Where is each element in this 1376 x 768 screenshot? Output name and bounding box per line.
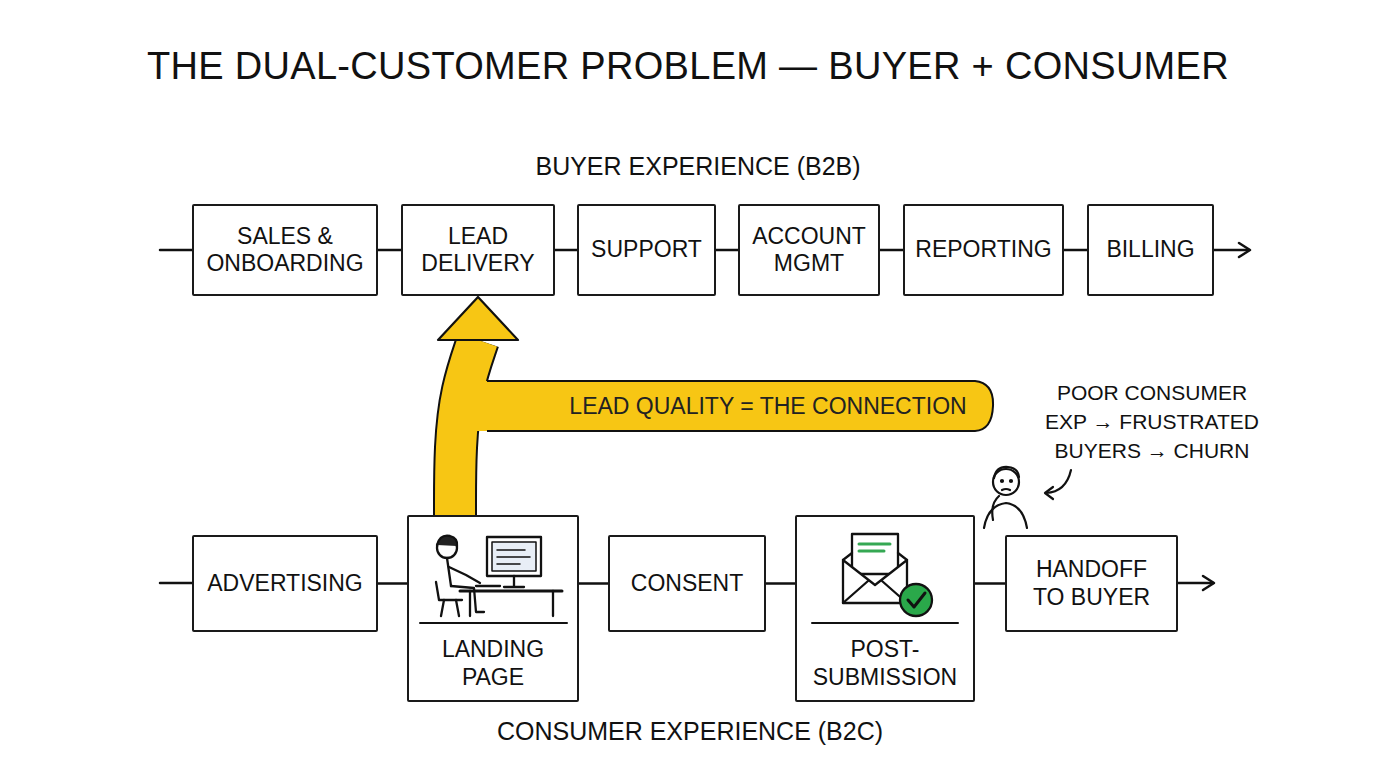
box-label: LANDING PAGE [415,636,571,690]
box-label: LEAD DELIVERY [409,223,547,277]
box-label: BILLING [1106,236,1194,263]
connector-line [716,249,738,252]
annotation-label: BUYER EXPERIENCE (B2B) [438,149,958,184]
process-box: SUPPORT [577,204,716,296]
connector-line [579,582,608,585]
flow-connector [766,583,795,584]
flow-start-line [160,582,192,585]
connector-label: LEAD QUALITY = THE CONNECTION [538,393,998,420]
process-box: REPORTING [903,204,1064,296]
connection-band [466,381,993,431]
flow-connector [1064,250,1087,251]
box-label: ACCOUNT MGMT [746,223,872,277]
frustrated-person-sketch [984,467,1071,528]
flow-end-line [1178,582,1213,585]
flow-start-line [160,249,192,252]
flow-connector [579,583,608,584]
box-label: POST- SUBMISSION [803,636,967,690]
process-box: POST- SUBMISSION [795,515,975,702]
box-label: CONSENT [631,570,743,597]
connector-line [378,249,401,252]
annotation-label: POOR CONSUMER EXP → FRUSTRATED BUYERS → … [1040,379,1264,466]
connector-line [975,582,1005,585]
process-box: HANDOFF TO BUYER [1005,535,1178,632]
flow-connector [716,250,738,251]
box-label: SALES & ONBOARDING [200,223,370,277]
flow-connector [378,583,407,584]
connector-line [378,582,407,585]
process-box: ADVERTISING [192,535,378,632]
connection-band-outline [487,381,993,431]
connector-outline [455,340,478,515]
connector-line [766,582,795,585]
process-box: ACCOUNT MGMT [738,204,880,296]
box-label: SUPPORT [591,236,702,263]
flow-connector [555,250,577,251]
flow-connector [880,250,903,251]
process-box: LANDING PAGE [407,515,579,702]
annotation-label: CONSUMER EXPERIENCE (B2C) [420,714,960,749]
process-box: LEAD DELIVERY [401,204,555,296]
connector-line [880,249,903,252]
process-box: CONSENT [608,535,766,632]
flow-connector [975,583,1005,584]
flow-connector [438,297,518,515]
box-label: REPORTING [915,236,1051,263]
connector-arrowhead [438,297,518,340]
process-box: SALES & ONBOARDING [192,204,378,296]
box-label: ADVERTISING [207,570,363,597]
box-label: HANDOFF TO BUYER [1021,556,1162,610]
envelope-check-icon [812,534,958,623]
flow-end-arrowhead [1239,243,1250,257]
flow-connector [378,250,401,251]
flow-end-line [1214,249,1249,252]
connector-line [555,249,577,252]
connector-line [1064,249,1087,252]
flow-end-arrowhead [1203,576,1214,590]
process-box: BILLING [1087,204,1214,296]
diagram-title: THE DUAL-CUSTOMER PROBLEM — BUYER + CONS… [38,45,1338,88]
computer-user-illustration [420,536,567,623]
connector-shaft [455,340,478,515]
